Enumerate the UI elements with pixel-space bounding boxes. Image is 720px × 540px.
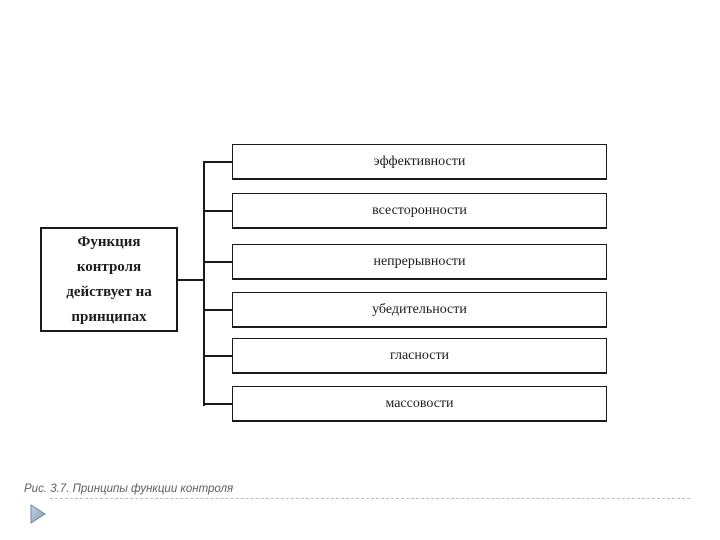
connector-stub-4 <box>204 309 232 311</box>
dashed-divider-line <box>50 498 690 499</box>
principle-box-mass-participation: массовости <box>232 386 607 422</box>
principle-box-publicity: гласности <box>232 338 607 374</box>
connector-stub-1 <box>204 161 232 163</box>
principle-label: гласности <box>389 347 450 363</box>
principle-label: массовости <box>385 395 454 411</box>
connector-trunk <box>203 161 205 406</box>
principle-label: всесторонности <box>372 202 467 218</box>
figure-caption: Рис. 3.7. Принципы функции контроля <box>24 483 234 495</box>
connector-stub-3 <box>204 261 232 263</box>
principle-box-continuity: непрерывности <box>232 244 607 280</box>
principle-box-persuasiveness: убедительности <box>232 292 607 328</box>
principle-box-comprehensiveness: всесторонности <box>232 193 607 229</box>
root-box-label: Функция контроля действует на принципах <box>66 233 152 325</box>
connector-stub-2 <box>204 210 232 212</box>
play-arrow-icon <box>30 504 46 524</box>
connector-stub-6 <box>204 403 232 405</box>
connector-root-to-trunk <box>178 279 204 281</box>
principle-box-effectiveness: эффективности <box>232 144 607 180</box>
principle-label: эффективности <box>373 153 466 169</box>
root-box: Функция контроля действует на принципах <box>40 227 178 332</box>
connector-stub-5 <box>204 355 232 357</box>
principle-label: непрерывности <box>373 253 466 269</box>
principle-label: убедительности <box>372 301 467 317</box>
